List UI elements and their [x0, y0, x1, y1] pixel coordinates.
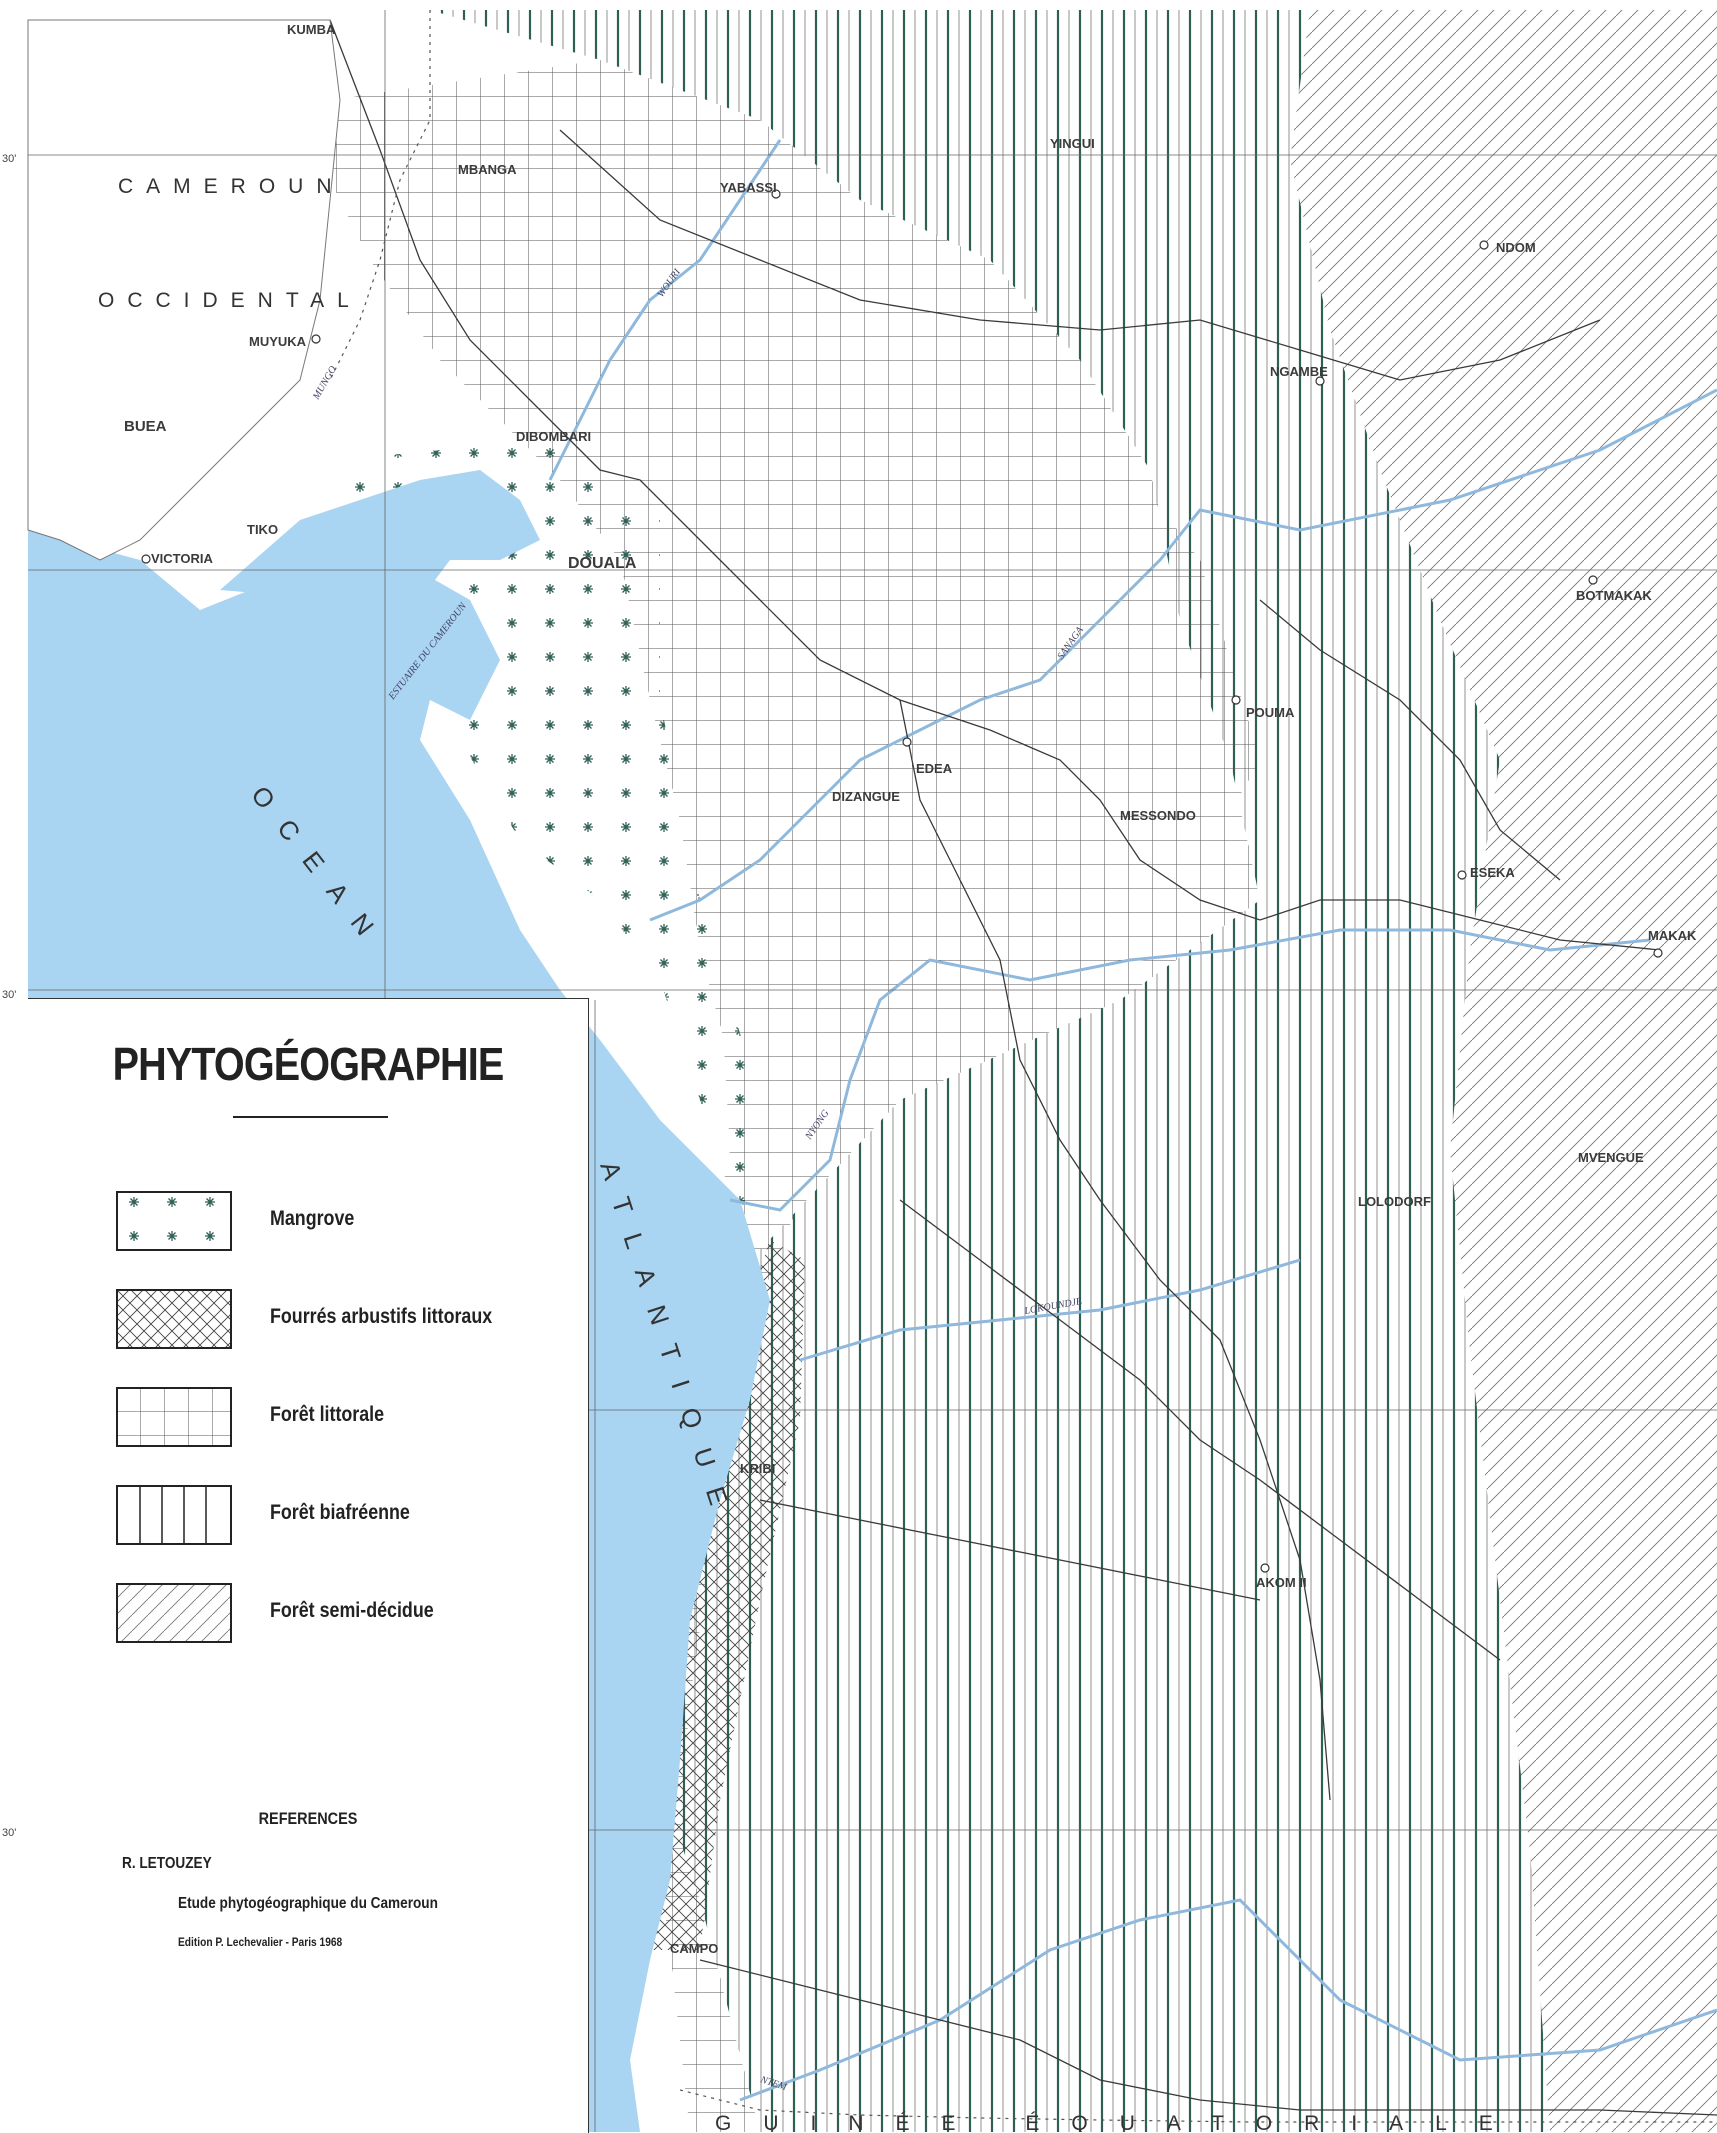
place-akom: AKOM II	[1256, 1575, 1307, 1590]
zone-fourres	[650, 1240, 805, 1950]
tick-label: 30'	[2, 1827, 16, 1839]
place-buea: BUEA	[124, 418, 167, 435]
legend-label: Forêt littorale	[270, 1403, 385, 1426]
region-occidental: OCCIDENTAL	[98, 289, 362, 312]
estuary	[220, 470, 540, 620]
legend-label: Fourrés arbustifs littoraux	[270, 1305, 493, 1328]
place-botmakak: BOTMAKAK	[1576, 588, 1652, 603]
place-markers	[141, 189, 1663, 1573]
place-mvengue: MVENGUE	[1578, 1150, 1644, 1165]
mangrove-swatch	[116, 1191, 232, 1251]
references-author: R. LETOUZEY	[122, 1855, 212, 1872]
place-dibombari: DIBOMBARI	[516, 429, 591, 444]
place-tiko: TIKO	[247, 522, 278, 537]
zone-semi-decidue	[1290, 10, 1717, 2132]
place-kumba: KUMBA	[287, 22, 336, 37]
place-lolodorf: LOLODORF	[1358, 1194, 1431, 1209]
place-edea: EDEA	[916, 761, 953, 776]
region-cameroun: CAMEROUN	[118, 175, 345, 198]
place-campo: CAMPO	[670, 1941, 718, 1956]
tick-label: 30'	[2, 153, 16, 165]
legend-item-foret-biafreenne: Forêt biafréenne	[116, 1485, 576, 1547]
river-nyong	[729, 928, 1651, 1212]
legend-item-mangrove: Mangrove	[116, 1191, 576, 1253]
place-yabassi: YABASSI	[720, 180, 777, 195]
place-victoria: VICTORIA	[151, 551, 213, 566]
place-ndom: NDOM	[1496, 240, 1536, 255]
place-makak: MAKAK	[1648, 928, 1697, 943]
place-ngambe: NGAMBE	[1270, 364, 1328, 379]
legend-label: Mangrove	[270, 1207, 355, 1230]
references-heading: REFERENCES	[258, 1809, 358, 1828]
references-edition: Edition P. Lechevalier - Paris 1968	[178, 1935, 343, 1949]
legend-item-foret-littorale: Forêt littorale	[116, 1387, 576, 1449]
diagonal-swatch	[116, 1583, 232, 1643]
vegetation-zones	[330, 10, 1717, 2132]
place-dizangue: DIZANGUE	[832, 789, 900, 804]
river-ntem	[739, 1898, 1717, 2102]
border	[329, 10, 1717, 2123]
tick-label: 30'	[2, 989, 16, 1001]
river-wouri	[548, 139, 782, 481]
references-title: Etude phytogéographique du Cameroun	[178, 1895, 438, 1912]
legend-label: Forêt biafréenne	[270, 1501, 410, 1524]
grid-swatch	[116, 1387, 232, 1447]
legend-title: PHYTOGÉOGRAPHIE	[112, 1038, 505, 1090]
river-lokoundje	[799, 1258, 1301, 1362]
rivers	[548, 139, 1717, 2102]
legend-item-fourres: Fourrés arbustifs littoraux	[116, 1289, 576, 1351]
place-messondo: MESSONDO	[1120, 808, 1196, 823]
roads	[329, 19, 1717, 2116]
place-mbanga: MBANGA	[458, 162, 517, 177]
legend-label: Forêt semi-décidue	[270, 1599, 434, 1622]
place-pouma: POUMA	[1246, 705, 1295, 720]
river-sanaga	[649, 388, 1717, 922]
legend-item-foret-semi-decidue: Forêt semi-décidue	[116, 1583, 576, 1645]
legend-divider	[233, 1116, 388, 1118]
place-yingui: YINGUI	[1050, 136, 1095, 151]
place-douala: DOUALA	[568, 555, 637, 572]
place-eseka: ESEKA	[1470, 865, 1515, 880]
place-muyuka: MUYUKA	[249, 334, 307, 349]
crosshatch-swatch	[116, 1289, 232, 1349]
place-kribi: KRIBI	[740, 1461, 775, 1476]
vertical-swatch	[116, 1485, 232, 1545]
region-guinee-equatoriale: GUINÉE ÉQUATORIALE	[715, 2112, 1525, 2132]
legend-panel: PHYTOGÉOGRAPHIE Mangrove Fourrés arbusti…	[28, 998, 589, 2133]
zone-grid-extra	[640, 400, 1260, 1950]
